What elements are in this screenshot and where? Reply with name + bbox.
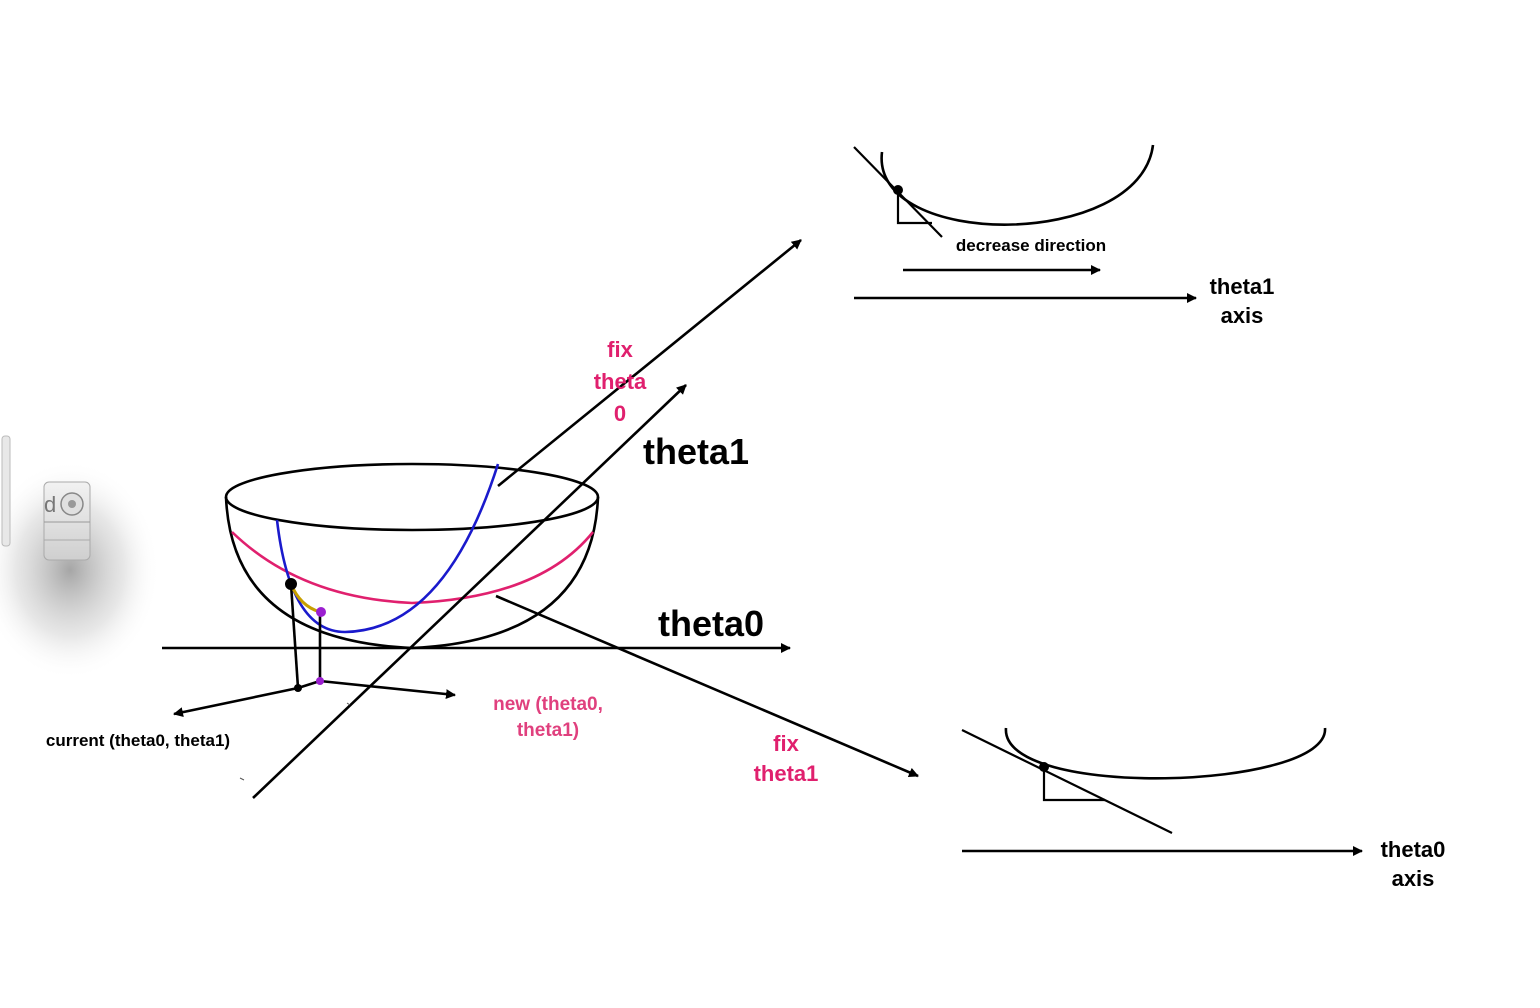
new-point-dot xyxy=(316,607,326,617)
side-widget[interactable]: d xyxy=(0,435,160,680)
current-point-dot xyxy=(285,578,297,590)
fix-theta0-arrow xyxy=(497,238,802,488)
new-point-label-2: theta1) xyxy=(517,720,579,741)
theta1-axis-arrow xyxy=(252,384,687,799)
decrease-direction-label: decrease direction xyxy=(956,236,1106,255)
step-path xyxy=(289,583,321,614)
theta0-axis-title-1: theta0 xyxy=(1381,837,1446,862)
current-projection xyxy=(289,583,300,689)
theta0-slice-curve xyxy=(1004,727,1327,780)
current-ground-arrow-left xyxy=(173,686,299,718)
fixed-theta1-curve xyxy=(231,531,595,605)
new-point-label-1: new (theta0, xyxy=(493,694,603,715)
fix-theta1-arrow xyxy=(495,594,919,778)
cost-bowl xyxy=(224,462,600,650)
svg-text:d: d xyxy=(44,492,56,517)
fix-theta1-label-1: fix xyxy=(773,731,799,756)
main-axes xyxy=(162,238,919,799)
fix-theta0-label-3: 0 xyxy=(614,401,626,426)
theta1-slice-panel xyxy=(853,144,1197,303)
theta0-axis-title-2: axis xyxy=(1392,866,1435,891)
current-ground-dot xyxy=(294,684,302,692)
theta1-axis-title-2: axis xyxy=(1221,303,1264,328)
new-ground-dot xyxy=(316,677,324,685)
fix-theta0-label-1: fix xyxy=(607,337,633,362)
theta0-slope-triangle xyxy=(1042,767,1105,802)
current-point-label: current (theta0, theta1) xyxy=(46,731,230,750)
widget-shadow xyxy=(0,460,160,680)
theta1-axis-label: theta1 xyxy=(643,431,749,472)
theta1-slope-triangle xyxy=(896,190,932,225)
theta1-axis-title-1: theta1 xyxy=(1210,274,1275,299)
fix-theta1-label-2: theta1 xyxy=(754,761,819,786)
theta0-slice-panel xyxy=(961,727,1363,856)
theta0-tangent-line xyxy=(961,729,1173,834)
fix-theta0-label-2: theta xyxy=(594,369,647,394)
bowl-rim xyxy=(224,462,600,532)
new-ground-arrow-right xyxy=(319,679,456,700)
widget-edge xyxy=(1,435,11,547)
theta1-slice-curve xyxy=(880,144,1155,226)
update-points xyxy=(285,578,326,692)
theta0-axis-label: theta0 xyxy=(658,603,764,644)
